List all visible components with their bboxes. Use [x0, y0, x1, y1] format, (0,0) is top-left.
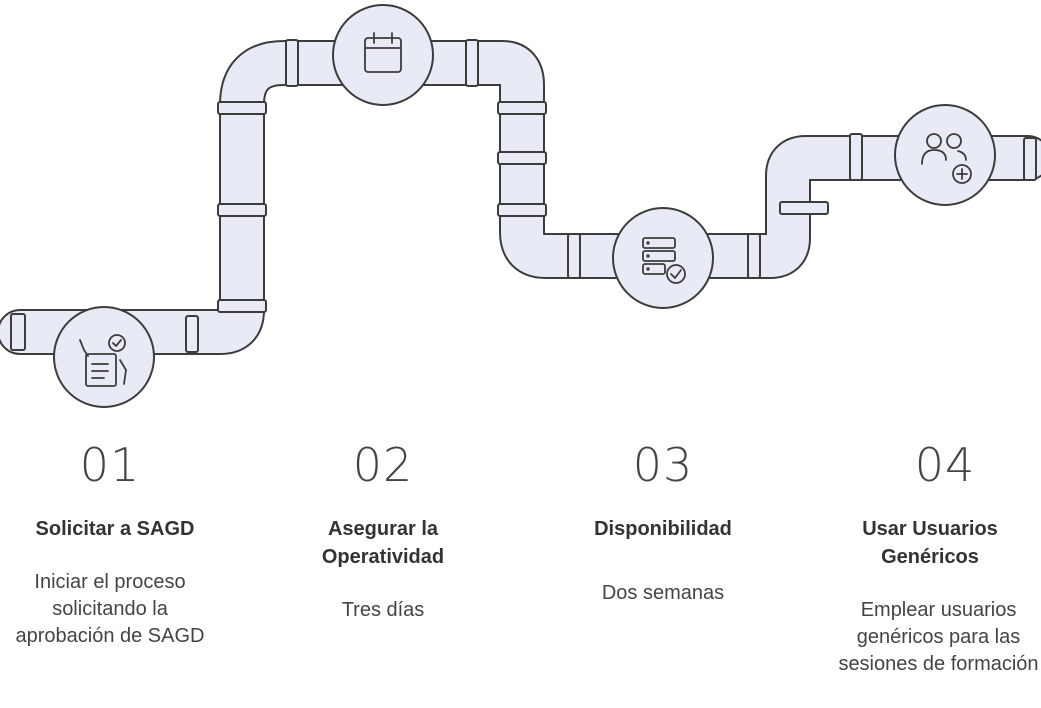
step-4-number: 04 — [914, 438, 976, 492]
add-users-icon — [921, 133, 972, 184]
step-1-title: Solicitar a SAGD — [35, 518, 195, 540]
pipe-end-cap-right — [1023, 137, 1037, 181]
step-4-description: Emplear usuarios genéricos para las sesi… — [838, 599, 1039, 675]
approval-document-icon — [79, 334, 127, 387]
pipe-flange — [497, 101, 547, 115]
pipe-flange — [849, 133, 863, 181]
calendar-icon — [364, 32, 402, 73]
step-3-description: Dos semanas — [601, 582, 725, 604]
pipe-flange — [497, 151, 547, 165]
step-3-title: Disponibilidad — [594, 518, 732, 540]
pipe-flange — [567, 233, 581, 279]
server-check-icon — [642, 237, 686, 284]
step-2-circle — [332, 4, 434, 106]
step-3-number: 03 — [632, 438, 694, 492]
step-2-description: Tres días — [341, 599, 425, 621]
step-1-number: 01 — [79, 438, 141, 492]
pipe-flange — [747, 233, 761, 279]
pipe-flange — [217, 101, 267, 115]
step-1-description: Iniciar el proceso solicitando la aproba… — [15, 571, 205, 647]
pipe-end-cap-left — [10, 313, 26, 351]
pipe-flange — [217, 299, 267, 313]
pipe-flange — [217, 203, 267, 217]
pipe-segment-inner — [0, 42, 1041, 353]
step-1-circle — [53, 306, 155, 408]
pipe-flange — [465, 39, 479, 87]
pipe-flange — [185, 315, 199, 353]
step-2-number: 02 — [352, 438, 414, 492]
step-2-title: Asegurar la Operatividad — [321, 518, 445, 568]
pipe-flange — [497, 203, 547, 217]
pipe-flange — [285, 39, 299, 87]
pipe-flange — [779, 201, 829, 215]
step-4-title: Usar Usuarios Genéricos — [862, 518, 998, 568]
step-3-circle — [612, 207, 714, 309]
